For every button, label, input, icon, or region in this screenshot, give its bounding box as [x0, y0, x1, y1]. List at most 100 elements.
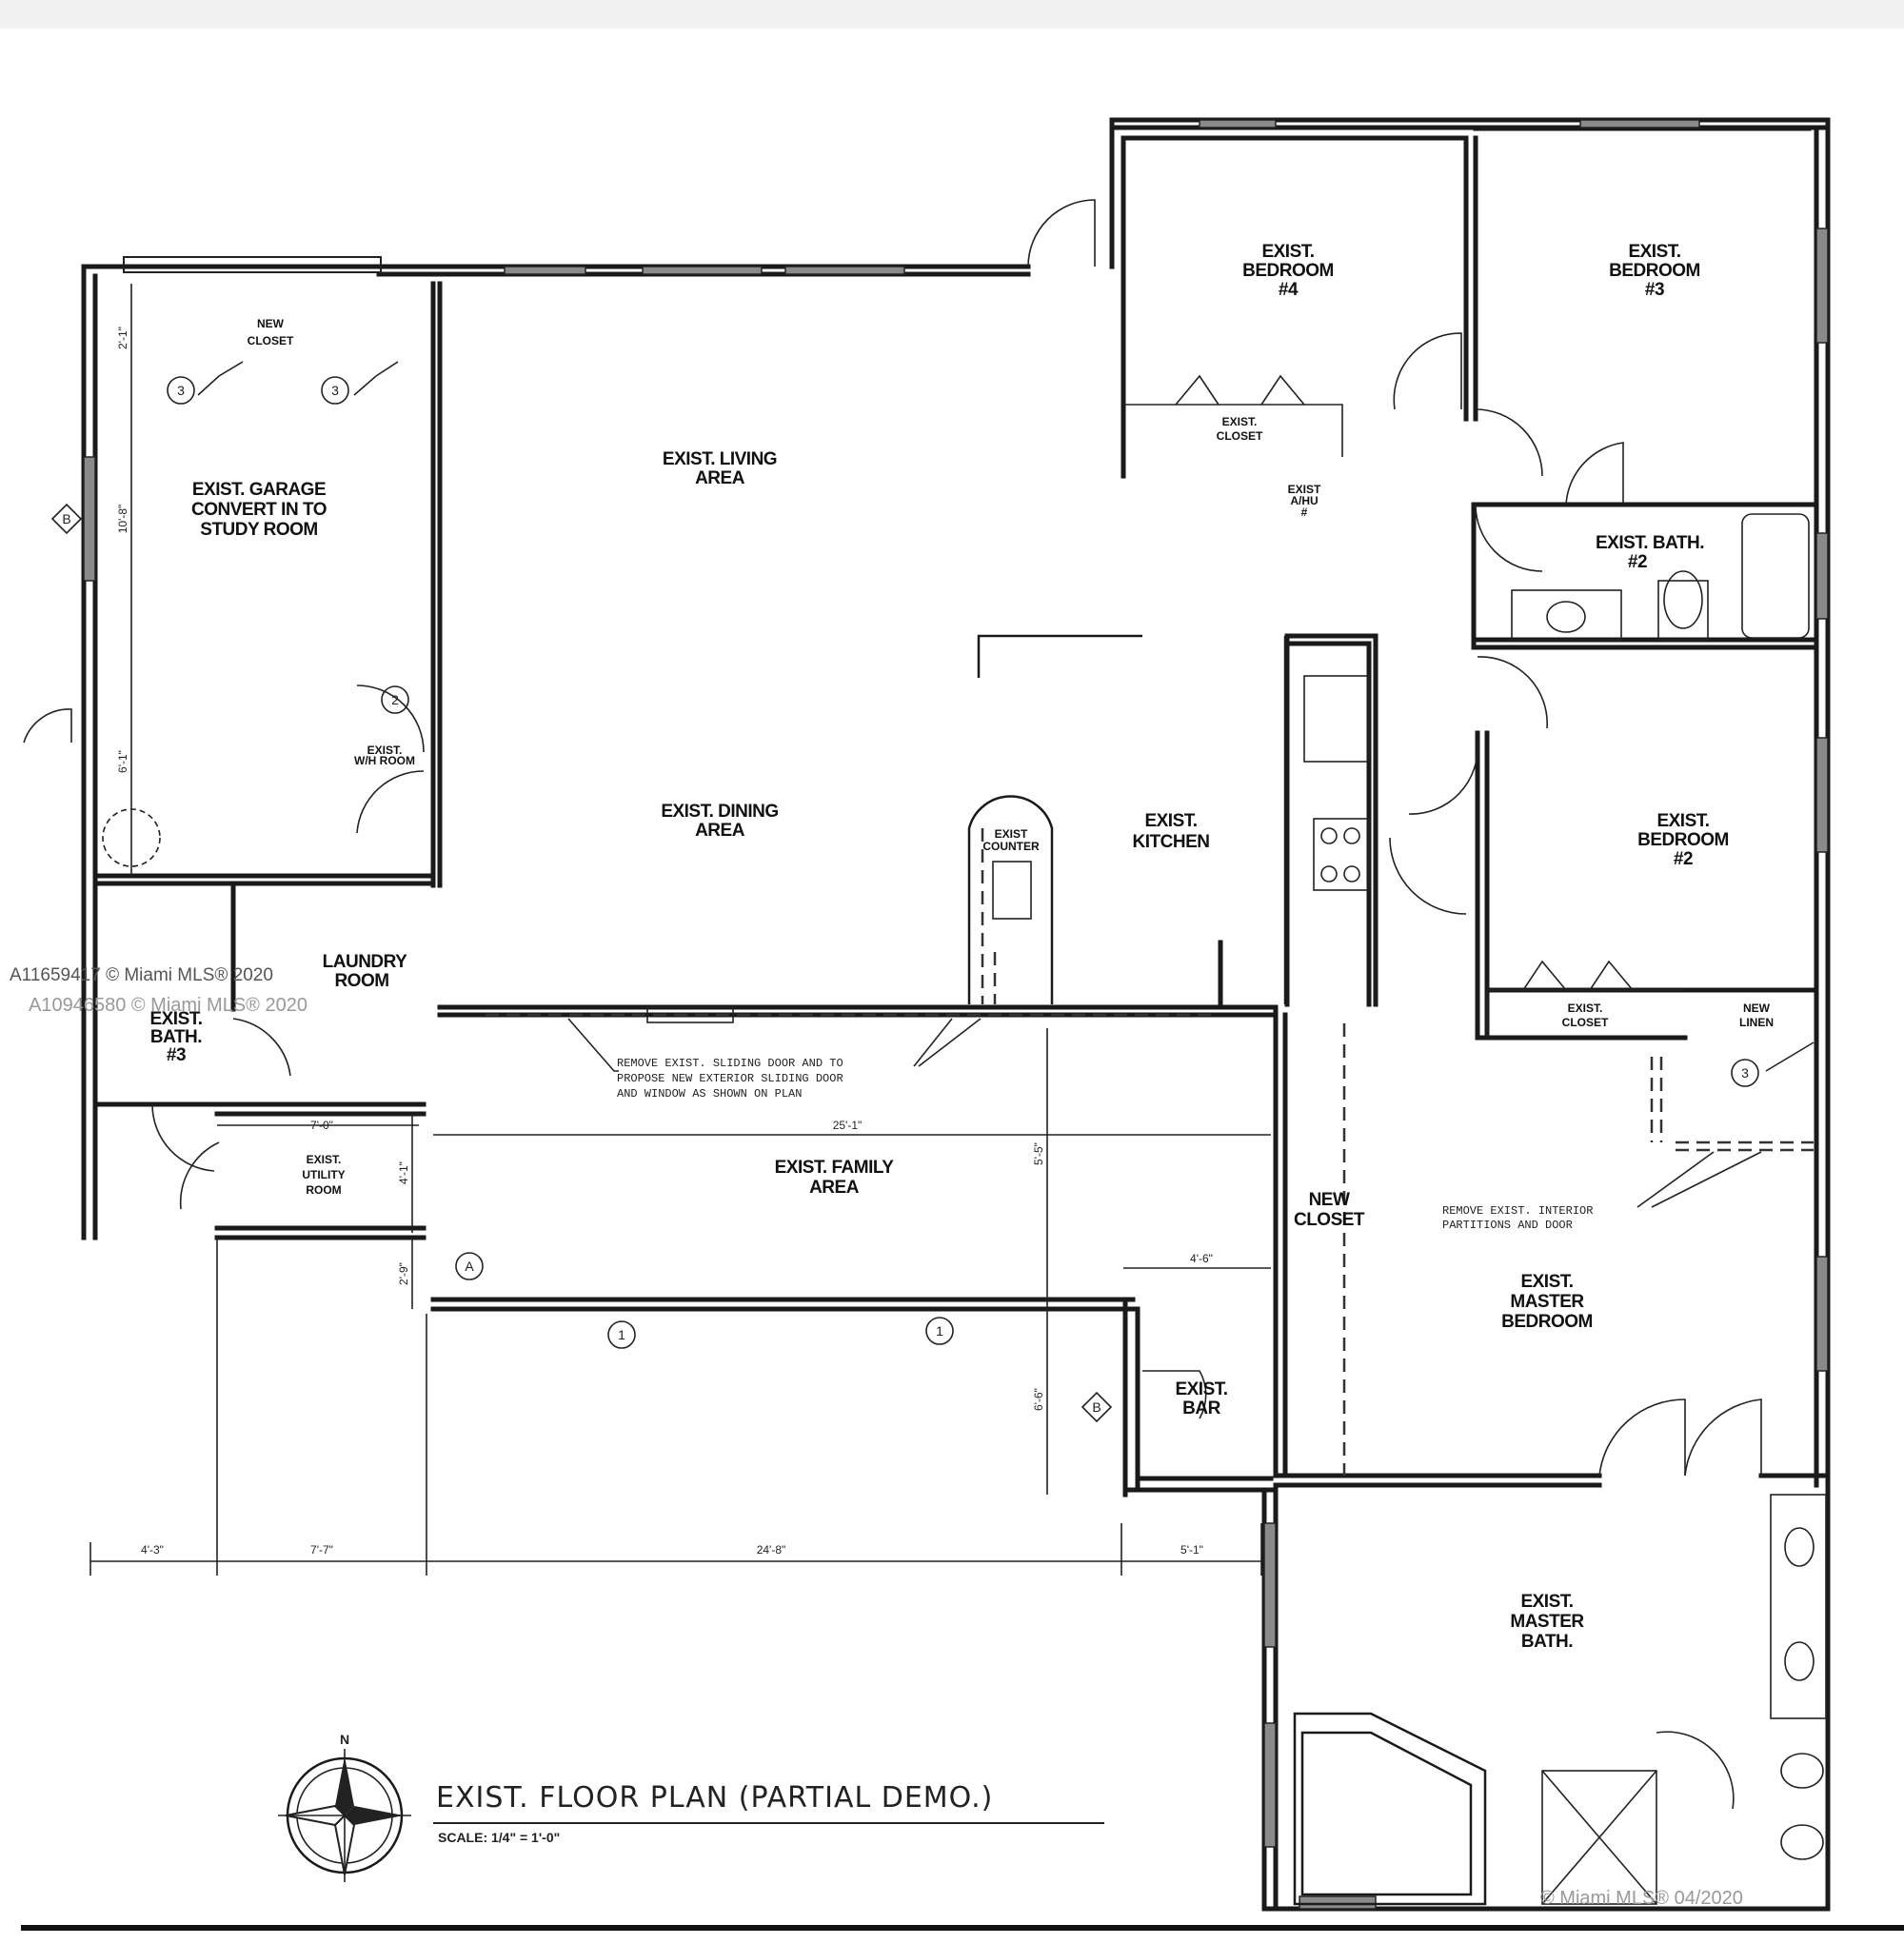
dim-8: 2'-9" — [397, 1262, 410, 1285]
bottom-rule — [21, 1925, 1904, 1931]
living-label-1: EXIST. LIVING — [663, 449, 777, 469]
master-bath-label-1: EXIST. — [1520, 1592, 1573, 1612]
master-bed-label-3: BEDROOM — [1501, 1312, 1593, 1332]
dim-2: 7'-7" — [310, 1543, 333, 1557]
bath3-label-1: EXIST. — [149, 1009, 202, 1029]
dimension-labels: 4'-3" 7'-7" 24'-8" 5'-1" 7'-0" 25'-1" 4'… — [116, 327, 1213, 1557]
new-linen-label-2: LINEN — [1739, 1016, 1774, 1029]
closet-b4-label-1: EXIST. — [1222, 415, 1258, 428]
bed2-label-2: BEDROOM — [1637, 830, 1729, 850]
bed3-label-2: BEDROOM — [1609, 261, 1700, 281]
windows — [83, 119, 1829, 1910]
tag-markers — [50, 376, 1759, 1423]
doors — [23, 199, 1815, 1810]
laundry-label-1: LAUNDRY — [323, 952, 408, 972]
bed4-label-3: #4 — [1279, 280, 1299, 300]
new-linen-label-1: NEW — [1743, 1002, 1771, 1015]
bath2-label-2: #2 — [1628, 552, 1647, 572]
room-labels: EXIST. LIVING AREA EXIST. DINING AREA EX… — [149, 242, 1774, 1652]
bed4-label-2: BEDROOM — [1242, 261, 1334, 281]
tag-b1: B — [62, 511, 70, 526]
dim-9: 5'-5" — [1032, 1142, 1045, 1165]
top-band — [0, 0, 1904, 29]
tag-3c: 3 — [1741, 1065, 1749, 1081]
new-closet-mid-label-2: CLOSET — [1294, 1210, 1365, 1230]
sliding-note-3: AND WINDOW AS SHOWN ON PLAN — [617, 1087, 802, 1101]
kitchen-label-1: EXIST. — [1144, 811, 1197, 831]
new-closet-top-label-1: NEW — [257, 317, 285, 330]
tag-b2: B — [1092, 1399, 1101, 1415]
living-label-2: AREA — [695, 468, 745, 488]
bed3-label-1: EXIST. — [1628, 242, 1680, 262]
dim-11: 6'-6" — [1032, 1388, 1045, 1411]
ahu-label-1: EXIST — [1288, 483, 1321, 496]
dim-14: 6'-1" — [116, 750, 129, 773]
kitchen-label-2: KITCHEN — [1133, 832, 1210, 852]
wh-label-1: EXIST. — [367, 744, 403, 757]
watermark-corner: © Miami MLS® 04/2020 — [1540, 1888, 1743, 1909]
tag-3a: 3 — [177, 383, 185, 398]
leader-lines — [567, 1018, 1762, 1208]
bed2-label-3: #2 — [1674, 849, 1693, 869]
new-closet-top-label-2: CLOSET — [248, 334, 294, 347]
ahu-label-2: A/HU — [1290, 494, 1318, 507]
north-label: N — [340, 1732, 349, 1747]
partition-note-1: REMOVE EXIST. INTERIOR — [1442, 1204, 1593, 1218]
closet-b2-label-1: EXIST. — [1568, 1002, 1603, 1015]
bath3-label-2: BATH. — [150, 1027, 202, 1047]
dimension-lines — [89, 284, 1271, 1576]
bath3-label-3: #3 — [167, 1045, 186, 1065]
dim-6: 25'-1" — [833, 1119, 863, 1132]
plan-scale: SCALE: 1/4" = 1'-0" — [438, 1830, 560, 1845]
garage-label-3: STUDY ROOM — [200, 520, 317, 540]
kitchen-fixtures — [967, 634, 1370, 1004]
tag-2: 2 — [391, 692, 399, 707]
master-bath-fixtures — [1293, 1494, 1827, 1906]
utility-label-2: UTILITY — [302, 1168, 345, 1181]
master-bath-label-2: MASTER — [1510, 1612, 1584, 1632]
bar-label-1: EXIST. — [1175, 1379, 1227, 1399]
dim-1: 4'-3" — [141, 1543, 164, 1557]
family-label-2: AREA — [809, 1178, 860, 1198]
tag-labels: 1 1 2 3 3 3 A B B — [62, 383, 1749, 1415]
counter-label-1: EXIST — [995, 827, 1028, 841]
north-arrow-icon — [278, 1749, 411, 1882]
bath2-fixtures — [1511, 513, 1810, 641]
sliding-note-1: REMOVE EXIST. SLIDING DOOR AND TO — [617, 1057, 843, 1070]
closet-b4-label-2: CLOSET — [1217, 429, 1263, 443]
bed3-label-3: #3 — [1645, 280, 1664, 300]
tag-a: A — [465, 1259, 474, 1274]
dim-12: 2'-1" — [116, 327, 129, 349]
master-bed-label-2: MASTER — [1510, 1292, 1584, 1312]
dim-13: 10'-8" — [116, 505, 129, 534]
new-closet-mid-label-1: NEW — [1309, 1190, 1350, 1210]
dim-10: 4'-6" — [1190, 1252, 1213, 1265]
dim-7: 4'-1" — [397, 1161, 410, 1184]
master-bed-label-1: EXIST. — [1520, 1272, 1573, 1292]
laundry-label-2: ROOM — [334, 971, 388, 991]
bar-label-2: BAR — [1182, 1398, 1220, 1418]
dim-5: 7'-0" — [310, 1119, 333, 1132]
watermark-line-2: A10946580 © Miami MLS® 2020 — [29, 995, 307, 1016]
utility-label-3: ROOM — [306, 1183, 341, 1197]
dim-3: 24'-8" — [757, 1543, 786, 1557]
garage-label-2: CONVERT IN TO — [191, 500, 327, 520]
bath2-label-1: EXIST. BATH. — [1596, 533, 1704, 553]
demo-lines — [486, 1006, 1814, 1476]
partition-note-2: PARTITIONS AND DOOR — [1442, 1219, 1573, 1232]
garage-label-1: EXIST. GARAGE — [192, 480, 326, 500]
family-label-1: EXIST. FAMILY — [775, 1158, 895, 1178]
watermark-line-1: A11659417 © Miami MLS® 2020 — [10, 965, 273, 985]
bed4-label-1: EXIST. — [1261, 242, 1314, 262]
tag-1b: 1 — [936, 1323, 943, 1339]
tag-1a: 1 — [618, 1327, 625, 1342]
tag-3b: 3 — [331, 383, 339, 398]
utility-label-1: EXIST. — [307, 1153, 342, 1166]
sliding-note-2: PROPOSE NEW EXTERIOR SLIDING DOOR — [617, 1072, 843, 1085]
wh-label-2: W/H ROOM — [354, 754, 415, 767]
plan-title: EXIST. FLOOR PLAN (PARTIAL DEMO.) — [436, 1781, 993, 1815]
demo-notes: REMOVE EXIST. SLIDING DOOR AND TO PROPOS… — [617, 1057, 1593, 1232]
bed2-label-1: EXIST. — [1656, 811, 1709, 831]
